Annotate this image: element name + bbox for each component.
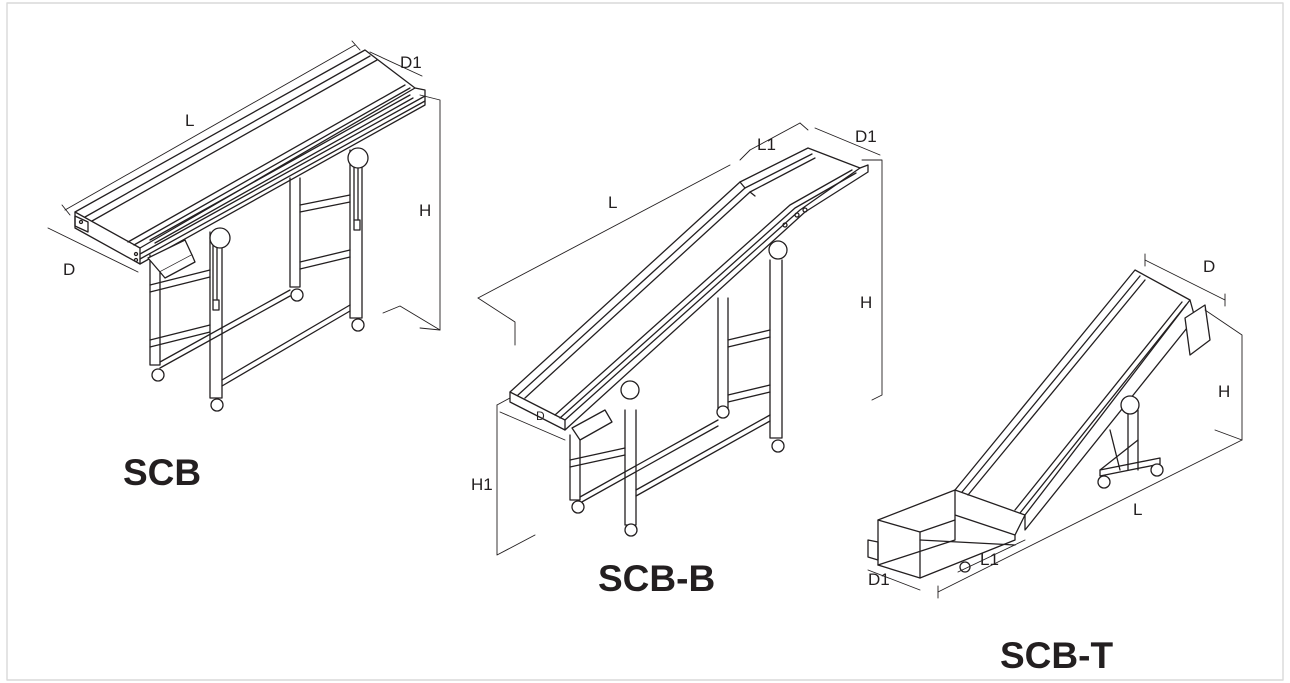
- scb-conveyor-drawing: L D1 D H: [47, 40, 441, 412]
- scb-motor: [147, 147, 369, 279]
- scb-t-length-label: L: [1133, 500, 1142, 519]
- scb-t-stand: [1099, 409, 1161, 477]
- scb-b-height-low-label: H1: [471, 475, 493, 494]
- scb-b-depth-label: D: [536, 409, 545, 423]
- scb-b-stand: [569, 259, 783, 526]
- scb-t-belt-frame: [867, 269, 1196, 579]
- scb-t-length-low-label: L1: [980, 550, 999, 569]
- scb-t-depth-label: D: [1203, 257, 1215, 276]
- scb-casters: [151, 288, 365, 412]
- scb-b-dimensions: [477, 122, 883, 556]
- scb-depth-inner-label: D1: [400, 53, 422, 72]
- scb-belt-frame: [74, 49, 426, 265]
- scb-b-motor: [571, 240, 788, 441]
- scb-model-label: SCB: [123, 452, 202, 493]
- scb-b-conveyor-drawing: L L1 D1 D H H1: [471, 122, 883, 556]
- scb-height-label: H: [419, 201, 431, 220]
- scb-stand: [149, 149, 363, 399]
- scb-depth-label: D: [63, 260, 75, 279]
- scb-b-belt-frame: [509, 147, 869, 431]
- scb-t-model-label: SCB-T: [1000, 635, 1114, 676]
- scb-b-model-label: SCB-B: [598, 558, 716, 599]
- scb-t-dimensions: [867, 253, 1243, 599]
- scb-t-motor: [1120, 304, 1211, 415]
- scb-b-depth-inner-label: D1: [855, 127, 877, 146]
- scb-b-casters: [571, 405, 785, 537]
- scb-t-height-label: H: [1218, 382, 1230, 401]
- scb-dimensions: [47, 40, 441, 331]
- scb-t-conveyor-drawing: D H L L1 D1: [867, 253, 1243, 599]
- page-border: [6, 2, 1284, 681]
- scb-t-depth-inner-label: D1: [868, 570, 890, 589]
- scb-b-height-label: H: [860, 293, 872, 312]
- scb-b-length-label: L: [608, 193, 617, 212]
- scb-b-length-top-label: L1: [757, 135, 776, 154]
- scb-length-label: L: [185, 111, 194, 130]
